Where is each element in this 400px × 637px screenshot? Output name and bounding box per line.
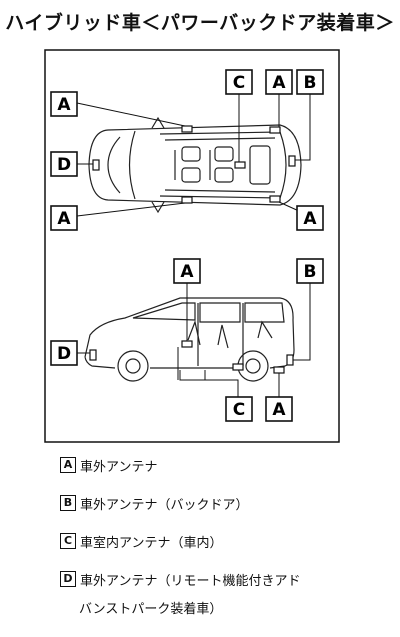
callout-a-bottom-left: A xyxy=(50,205,78,231)
diagram-title: ハイブリッド車＜パワーバックドア装着車＞ xyxy=(5,12,395,34)
callout-boxes: A D A C A B A A xyxy=(50,69,324,422)
callout-a-label: A xyxy=(57,95,71,115)
legend-item-a: A 車外アンテナ xyxy=(60,454,157,476)
antenna-c-side xyxy=(232,363,244,371)
legend-badge: D xyxy=(60,571,76,587)
leader-lines-top xyxy=(76,94,311,217)
antenna-d-side xyxy=(89,349,97,361)
callout-c-side: C xyxy=(225,396,253,422)
callout-a-side-bottom: A xyxy=(265,396,293,422)
antenna-markers-top xyxy=(92,125,296,204)
legend-item-d: D 車外アンテナ（リモート機能付きアド xyxy=(60,568,300,590)
legend-text: 車外アンテナ xyxy=(80,459,158,475)
callout-c-label: C xyxy=(233,400,245,420)
callout-a-top-right: A xyxy=(265,69,293,95)
callout-c-top: C xyxy=(225,69,253,95)
legend-text: 車外アンテナ（バックドア） xyxy=(80,497,249,513)
antenna-a-top-rear-upper xyxy=(269,126,281,134)
callout-b-label: B xyxy=(304,262,317,282)
legend-text: 車外アンテナ（リモート機能付きアド xyxy=(80,573,301,589)
legend-text: 車室内アンテナ（車内） xyxy=(80,535,223,551)
callout-a-label: A xyxy=(180,262,194,282)
callout-d-label: D xyxy=(57,344,71,364)
callout-a-top-left: A xyxy=(50,91,78,117)
antenna-b-side xyxy=(286,354,294,366)
callout-d-side: D xyxy=(50,340,78,366)
antenna-a-top-upper xyxy=(181,125,193,133)
legend-badge: B xyxy=(60,495,76,511)
vehicle-top-view xyxy=(88,116,302,214)
callout-d-top: D xyxy=(50,151,78,177)
callout-b-side: B xyxy=(296,258,324,284)
callout-b-label: B xyxy=(304,73,317,93)
vehicle-side-view xyxy=(84,297,295,382)
legend-item-d-continuation: バンストパーク装着車） xyxy=(79,602,223,617)
legend-badge: A xyxy=(60,457,76,473)
callout-b-top: B xyxy=(296,69,324,95)
antenna-b-top xyxy=(288,155,296,167)
antenna-d-top xyxy=(92,159,100,171)
antenna-a-top-lower xyxy=(181,196,193,204)
antenna-markers-side xyxy=(89,340,294,374)
antenna-a-top-rear-lower xyxy=(269,195,281,203)
antenna-a-side-front xyxy=(181,340,193,348)
callout-a-label: A xyxy=(57,209,71,229)
diagram-frame xyxy=(44,49,340,443)
antenna-a-side-rear xyxy=(273,366,285,374)
legend-badge: C xyxy=(60,533,76,549)
callout-a-side-top: A xyxy=(173,258,201,284)
leader-lines-side xyxy=(77,283,311,397)
legend-item-b: B 車外アンテナ（バックドア） xyxy=(60,492,248,514)
callout-a-label: A xyxy=(303,209,317,229)
callout-c-label: C xyxy=(233,73,245,93)
legend-item-c: C 車室内アンテナ（車内） xyxy=(60,530,222,552)
antenna-c-top xyxy=(234,161,246,169)
callout-d-label: D xyxy=(57,155,71,175)
callout-a-right: A xyxy=(296,205,324,231)
callout-a-label: A xyxy=(272,400,286,420)
callout-a-label: A xyxy=(272,73,286,93)
